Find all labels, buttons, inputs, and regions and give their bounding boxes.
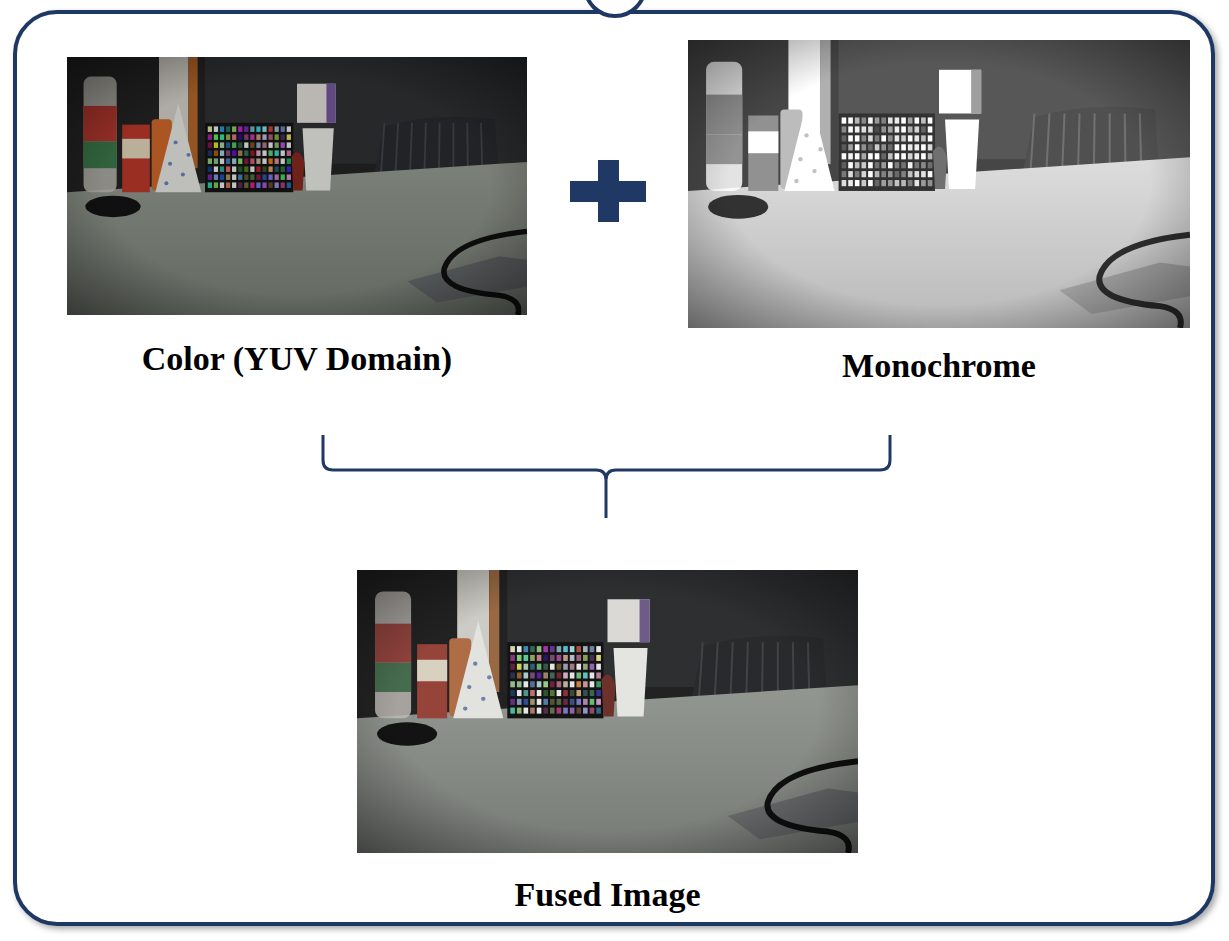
merge-bracket xyxy=(323,435,890,518)
outer-frame xyxy=(15,12,1213,924)
vignette xyxy=(688,40,1190,328)
plus-sign xyxy=(570,160,646,222)
photo-panel: Monochrome xyxy=(688,40,1190,328)
background xyxy=(688,40,1190,328)
background xyxy=(357,570,858,853)
background xyxy=(67,57,527,315)
plus-bar-horizontal xyxy=(570,181,646,202)
vignette xyxy=(357,570,858,853)
photo-illustration xyxy=(688,40,1190,328)
photo-panel: Color (YUV Domain) xyxy=(67,57,527,315)
image-caption: Monochrome xyxy=(842,346,1036,385)
photo-illustration xyxy=(67,57,527,315)
top-circle xyxy=(585,0,645,16)
image-caption: Color (YUV Domain) xyxy=(142,339,452,378)
image-caption: Fused Image xyxy=(514,875,700,914)
vignette xyxy=(67,57,527,315)
photo-illustration xyxy=(357,570,858,853)
photo-panel: Fused Image xyxy=(357,570,858,853)
